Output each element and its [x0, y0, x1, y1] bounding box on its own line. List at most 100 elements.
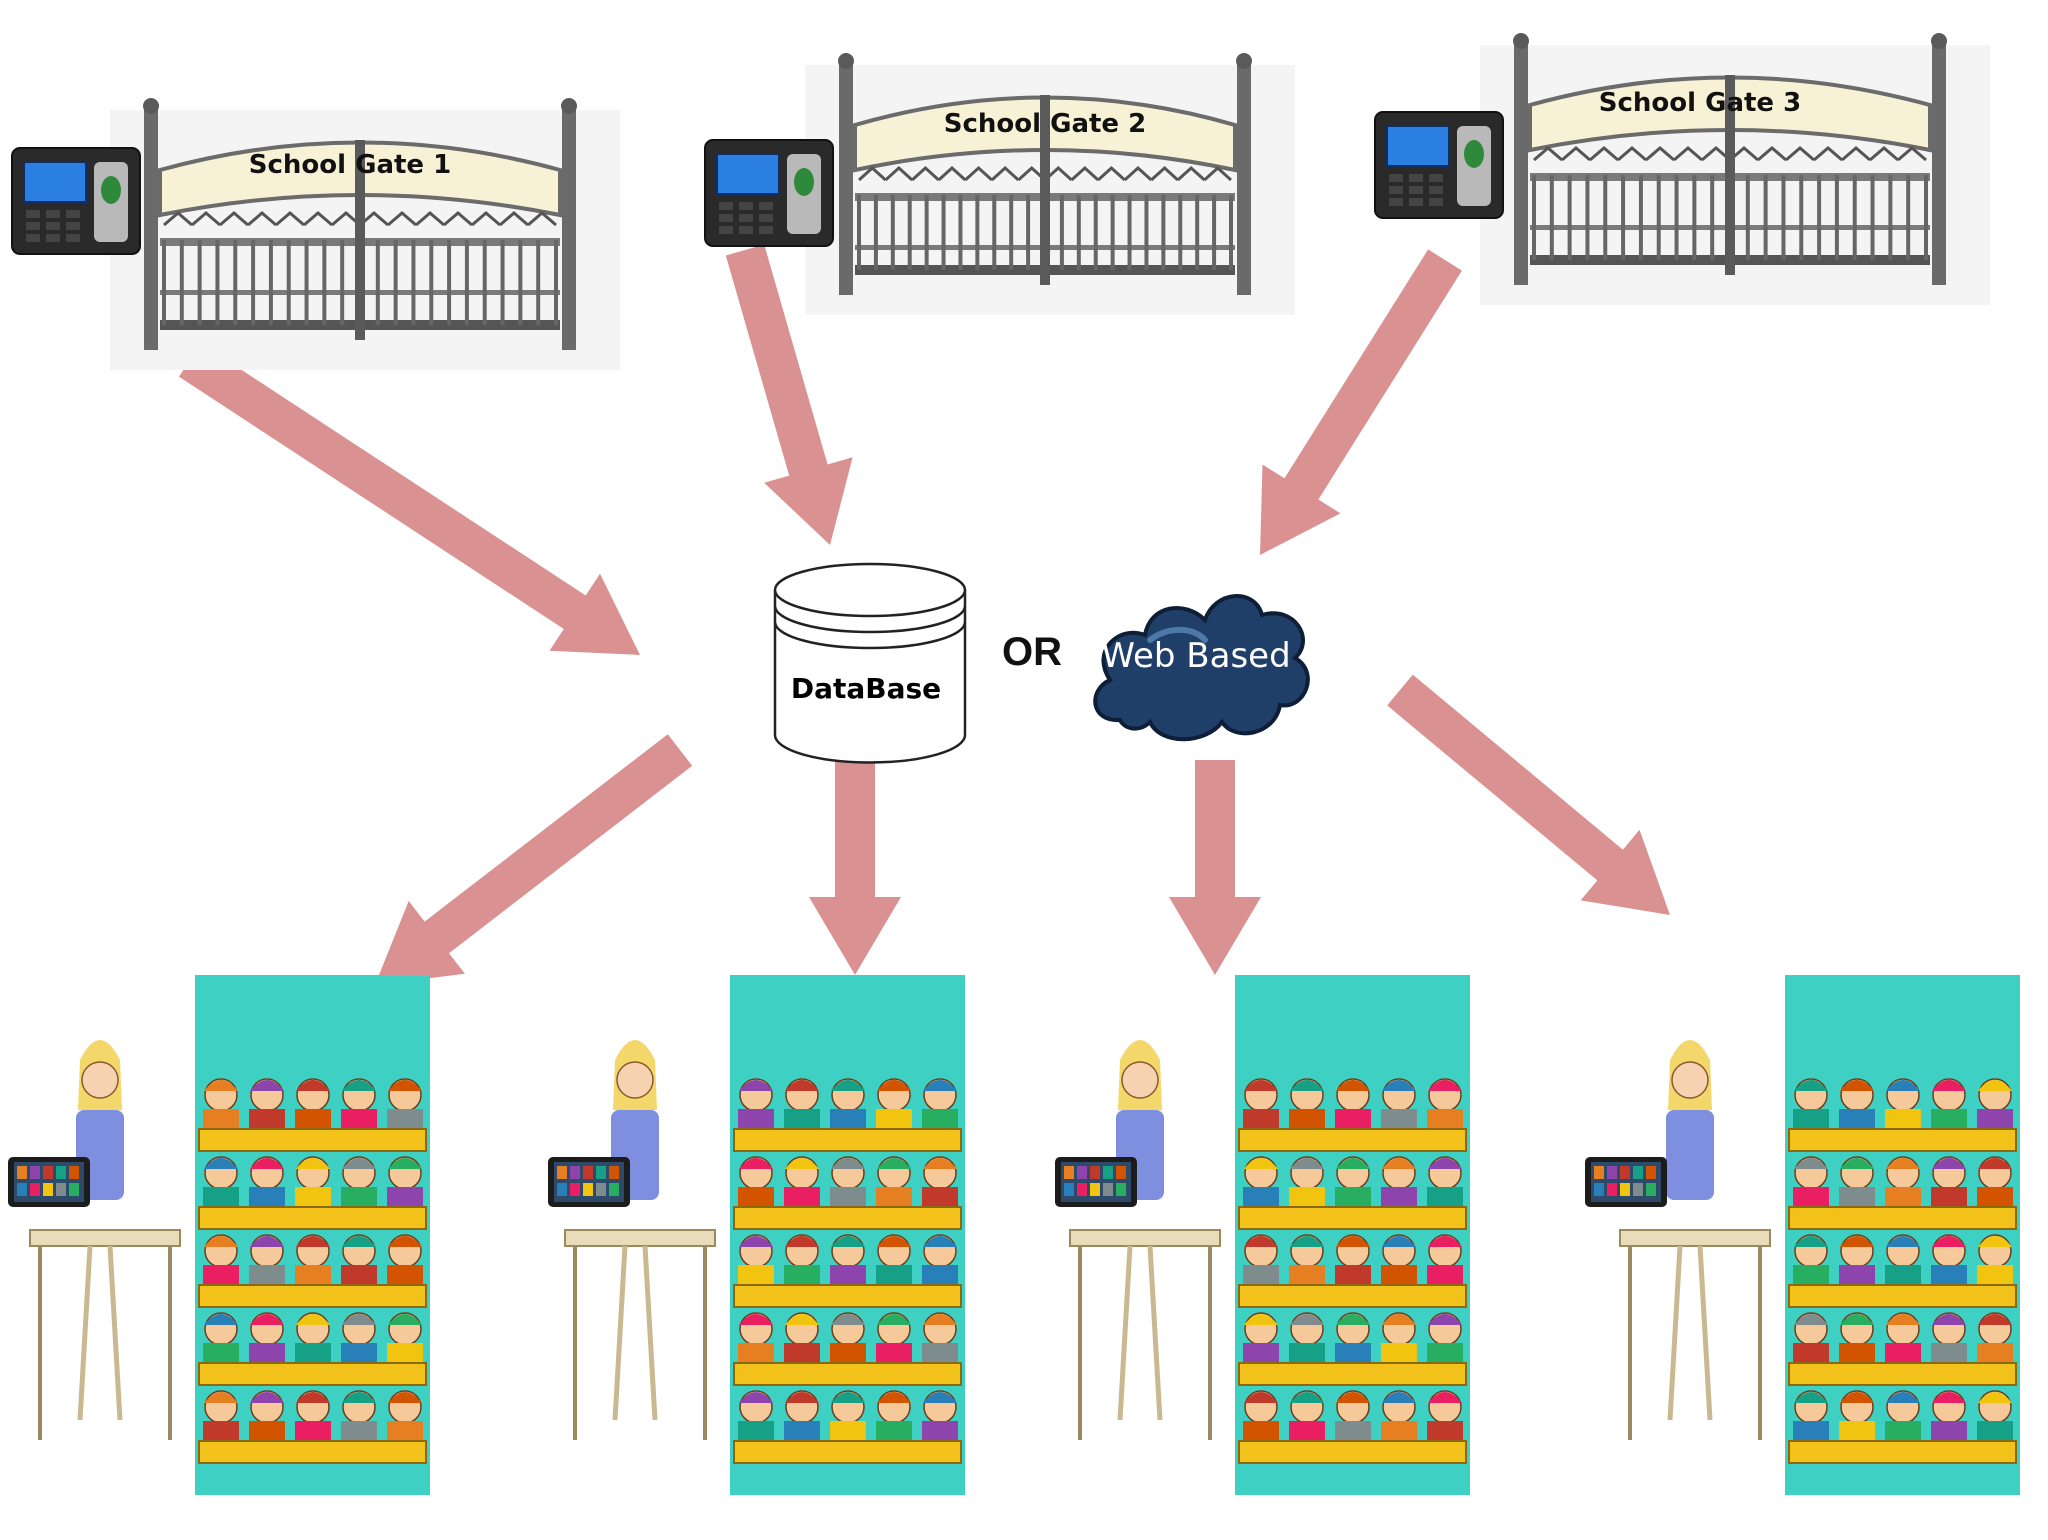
gate-bar: [1178, 195, 1183, 270]
gate-left-post: [144, 110, 158, 350]
student-shirt: [784, 1343, 820, 1365]
gate-bar: [1638, 175, 1643, 260]
student-hair: [1978, 1236, 2012, 1247]
student-hair: [296, 1158, 330, 1169]
student-hair: [1932, 1080, 1966, 1091]
fingerprint-icon: [101, 176, 121, 204]
student-hair: [831, 1080, 865, 1091]
tablet-app-icon: [1103, 1183, 1113, 1196]
student-shirt: [295, 1343, 331, 1365]
gate-lattice: [247, 211, 277, 227]
reader-key: [719, 202, 733, 210]
student-hair: [250, 1080, 284, 1091]
fingerprint-reader-1: [11, 147, 141, 255]
student-hair: [204, 1314, 238, 1325]
tablet-app-icon: [1090, 1166, 1100, 1179]
student-shirt: [295, 1421, 331, 1443]
student-shirt: [876, 1343, 912, 1365]
student-hair: [296, 1392, 330, 1403]
gate-bar: [1127, 195, 1132, 270]
gate-bar: [268, 240, 273, 325]
teacher: [1619, 1040, 1771, 1440]
student-hair: [877, 1392, 911, 1403]
student-desk: [1788, 1206, 2017, 1230]
student-shirt: [1977, 1109, 2013, 1131]
gate-lattice: [415, 211, 445, 227]
gate-right-post: [562, 110, 576, 350]
student-hair: [1886, 1158, 1920, 1169]
student-hair: [1886, 1314, 1920, 1325]
tablet-app-icon: [1620, 1166, 1630, 1179]
gate-post-cap: [1931, 33, 1947, 49]
student-shirt: [1335, 1421, 1371, 1443]
gate-lattice: [1785, 146, 1815, 162]
reader-screen: [1386, 125, 1450, 167]
tablet-app-icon: [596, 1183, 606, 1196]
student-desk: [1788, 1440, 2017, 1464]
teacher-leg: [1147, 1245, 1163, 1421]
tablet-app-icon: [1116, 1183, 1126, 1196]
student-desk: [1238, 1440, 1467, 1464]
tablet-app-icon: [1077, 1183, 1087, 1196]
tablet-app-icon: [570, 1183, 580, 1196]
gate-1-title: School Gate 1: [248, 150, 452, 180]
gate-post-cap: [1236, 53, 1252, 69]
student-desk: [733, 1440, 962, 1464]
student-hair: [342, 1080, 376, 1091]
student-shirt: [1839, 1187, 1875, 1209]
gate-center-post: [355, 140, 365, 340]
tablet-app-icon: [583, 1183, 593, 1196]
student-hair: [1840, 1392, 1874, 1403]
reader-key: [1429, 198, 1443, 206]
cloud-label: Web Based: [1101, 636, 1291, 676]
student-hair: [1794, 1392, 1828, 1403]
gate-bar: [1745, 175, 1750, 260]
gate-bar: [890, 195, 895, 270]
database-top: [773, 562, 967, 618]
tablet-icon: [1585, 1157, 1667, 1207]
student-shirt: [341, 1265, 377, 1287]
reader-key: [759, 226, 773, 234]
student-hair: [785, 1080, 819, 1091]
student-shirt: [1977, 1421, 2013, 1443]
student-shirt: [1289, 1187, 1325, 1209]
gate-bar: [179, 240, 184, 325]
student-shirt: [1793, 1109, 1829, 1131]
reader-screen: [716, 153, 780, 195]
tablet-app-icon: [69, 1166, 79, 1179]
student-shirt: [1977, 1265, 2013, 1287]
gate-bar: [375, 240, 380, 325]
gate-bar: [1674, 175, 1679, 260]
gate-lattice: [884, 165, 914, 182]
student-hair: [1290, 1080, 1324, 1091]
student-hair: [1886, 1392, 1920, 1403]
student-shirt: [1839, 1343, 1875, 1365]
database-label: DataBase: [790, 672, 942, 705]
gate-bar: [233, 240, 238, 325]
reader-key: [1409, 186, 1423, 194]
gate-lattice: [1673, 146, 1703, 162]
student-desk: [198, 1440, 427, 1464]
student-hair: [923, 1236, 957, 1247]
gate-bar: [162, 240, 166, 325]
gate-post-cap: [143, 98, 159, 114]
student-hair: [739, 1080, 773, 1091]
student-shirt: [203, 1421, 239, 1443]
tablet-app-icon: [1116, 1166, 1126, 1179]
student-shirt: [830, 1187, 866, 1209]
tablet-app-icon: [1646, 1166, 1656, 1179]
gate-lattice: [937, 165, 967, 182]
gate-lattice: [1897, 146, 1927, 162]
gate-bar: [393, 240, 398, 325]
student-hair: [388, 1236, 422, 1247]
reader-screen: [23, 161, 87, 203]
classroom-1: [8, 975, 430, 1495]
cloud-shape: [1093, 594, 1310, 742]
student-hair: [1244, 1080, 1278, 1091]
student-desk: [733, 1128, 962, 1152]
or-label: OR: [1002, 630, 1062, 674]
student-desk: [1788, 1362, 2017, 1386]
teacher: [564, 1040, 716, 1440]
tablet-icon: [548, 1157, 630, 1207]
